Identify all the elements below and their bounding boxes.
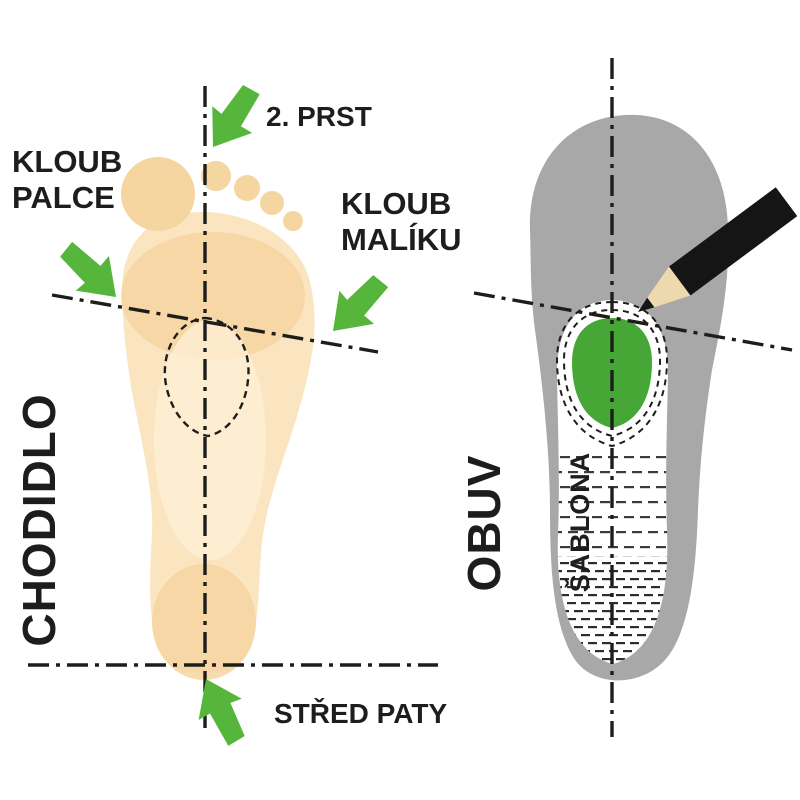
fifth-toe (283, 211, 303, 231)
side-label-foot: CHODIDLO (13, 393, 65, 646)
label-heel-center: STŘED PATY (274, 698, 448, 729)
third-toe (234, 175, 260, 201)
pencil-icon (638, 187, 798, 312)
shoe-diagram: ŠABLONA OBUV (458, 58, 798, 737)
big-toe (121, 157, 195, 231)
shoe-ball-axis-line (473, 291, 793, 352)
template-dashed-contour-inner (562, 308, 662, 438)
label-little-toe-joint-line2: MALÍKU (341, 222, 462, 257)
fourth-toe (260, 191, 284, 215)
pencil-wood (647, 266, 691, 308)
label-big-toe-joint-line2: PALCE (12, 180, 115, 215)
foot-diagram: 2. PRST KLOUB PALCE KLOUB MALÍKU STŘED P… (12, 84, 462, 746)
arrow-second-toe-icon (212, 84, 260, 147)
arch-dashed-outline (163, 316, 250, 438)
foot-toes (121, 157, 303, 231)
label-little-toe-joint-line1: KLOUB (341, 186, 451, 221)
label-big-toe-joint-line1: KLOUB (12, 144, 122, 179)
template-label: ŠABLONA (564, 452, 595, 593)
foot-ball-axis-line (51, 293, 379, 354)
template-dashed-contour-outer (555, 300, 669, 448)
pencil-body (669, 187, 798, 296)
label-second-toe: 2. PRST (266, 101, 372, 132)
pencil-lead (638, 297, 655, 312)
arrow-little-toe-joint-icon (333, 275, 389, 331)
second-toe (201, 161, 231, 191)
arrow-big-toe-joint-icon (60, 241, 116, 297)
foot-ball-shade (121, 232, 305, 360)
foot-arch-highlight (154, 320, 266, 560)
side-label-shoe: OBUV (458, 455, 510, 592)
arrow-heel-center-icon (198, 679, 245, 746)
